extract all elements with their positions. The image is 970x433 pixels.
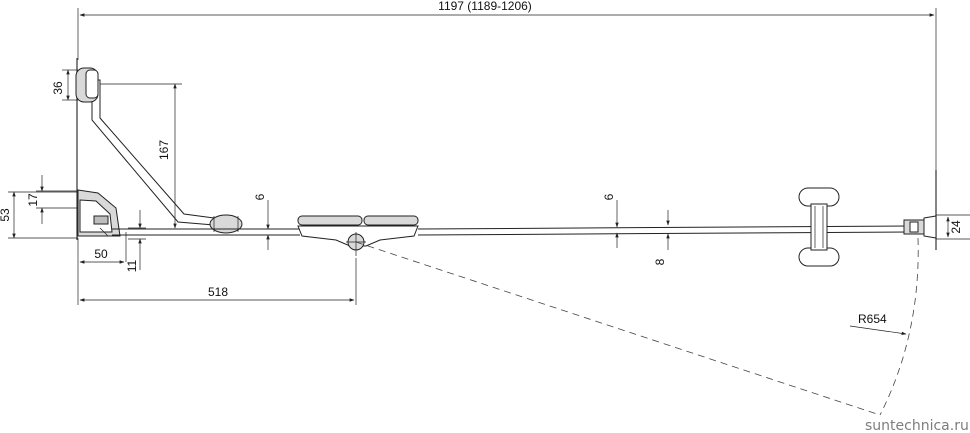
left-gap-dimension: 11 bbox=[125, 210, 146, 272]
fixed-glass-panel bbox=[112, 228, 300, 236]
right-profile-dimension: 24 bbox=[936, 214, 970, 240]
wall-brace bbox=[75, 67, 243, 234]
door-handle bbox=[798, 187, 840, 267]
glass-lower-dimension: 8 bbox=[653, 210, 670, 265]
total-width-label: 1197 (1189-1206) bbox=[438, 0, 532, 13]
left-offset-label: 50 bbox=[94, 247, 108, 261]
left-profile-height-label: 53 bbox=[0, 208, 12, 222]
door-swing-path: R654 bbox=[355, 237, 919, 416]
brace-glass-clamp bbox=[209, 214, 243, 234]
right-wall-profile bbox=[903, 215, 937, 239]
swing-radius-label: R654 bbox=[858, 312, 887, 326]
brace-height-label: 167 bbox=[157, 140, 171, 160]
left-profile-height-dimension: 53 bbox=[0, 191, 78, 239]
brace-height-dimension: 167 bbox=[100, 83, 182, 229]
glass-lower-label: 8 bbox=[653, 258, 667, 265]
left-gap-label: 11 bbox=[125, 259, 139, 272]
glass-right-thickness-dimension: 6 bbox=[602, 193, 619, 248]
handle-offset-label: 36 bbox=[51, 81, 65, 95]
hinge-position-dimension: 518 bbox=[79, 258, 357, 305]
watermark: suntechnica.ru bbox=[865, 418, 969, 433]
right-profile-label: 24 bbox=[949, 220, 963, 234]
door-hinge bbox=[297, 215, 419, 256]
door-glass-panel bbox=[417, 225, 911, 236]
glass-left-thickness-label: 6 bbox=[253, 193, 267, 200]
left-offset-dimension: 50 bbox=[77, 232, 127, 305]
total-width-dimension: 1197 (1189-1206) bbox=[77, 0, 937, 170]
left-profile-inner-label: 17 bbox=[26, 193, 40, 207]
hinge-position-label: 518 bbox=[208, 285, 228, 299]
glass-right-thickness-label: 6 bbox=[602, 193, 616, 200]
glass-left-thickness-dimension: 6 bbox=[253, 193, 270, 250]
left-profile-inner-dimension: 17 bbox=[26, 175, 78, 224]
left-wall-profile bbox=[77, 189, 121, 237]
handle-offset-dimension: 36 bbox=[51, 69, 78, 101]
